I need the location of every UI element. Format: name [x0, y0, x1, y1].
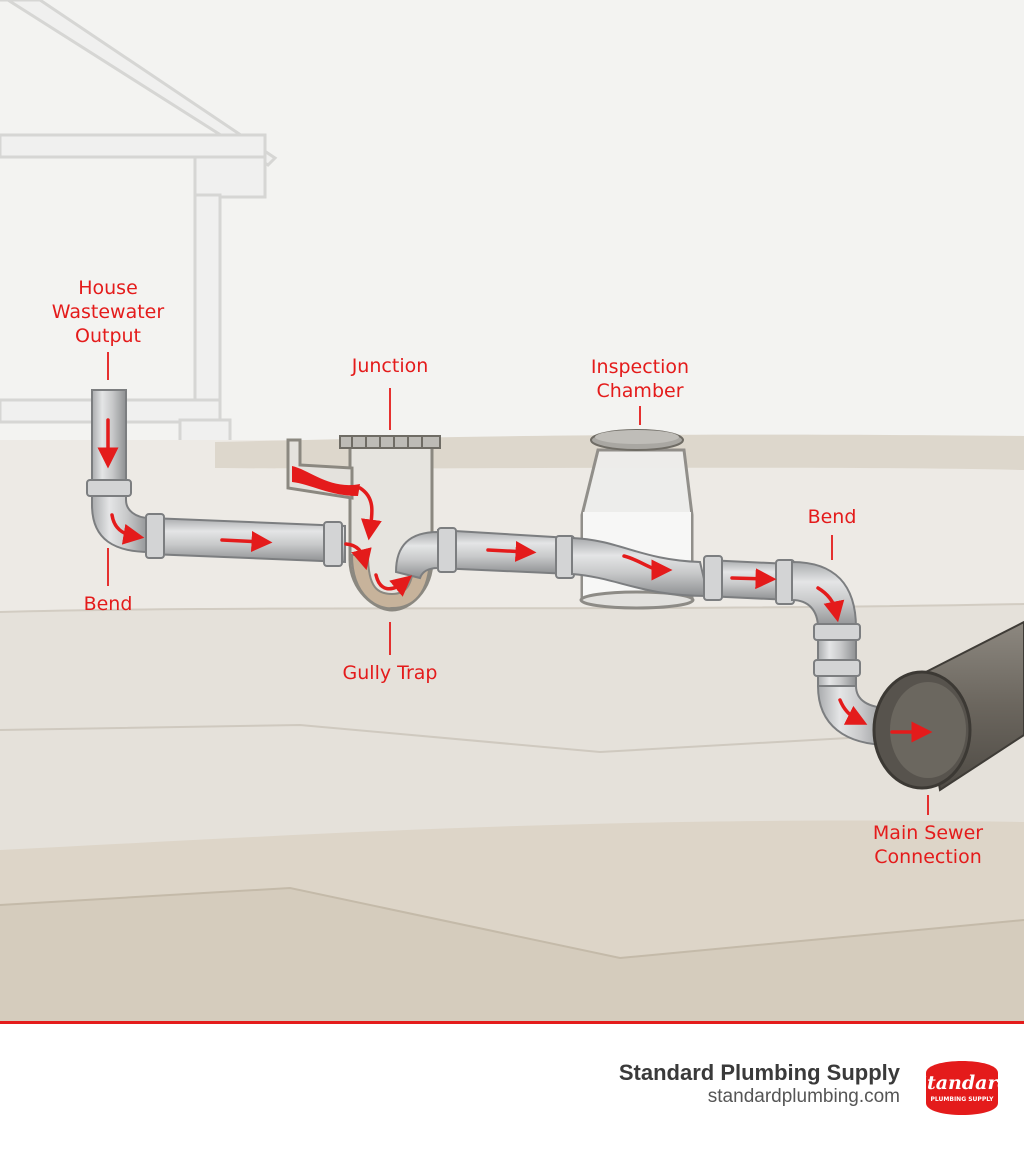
flow-arrow: [220, 530, 273, 552]
logo-wordmark: Standard: [920, 1072, 1004, 1094]
logo-subtext: PLUMBING SUPPLY: [931, 1096, 995, 1103]
drainage-diagram: House Wastewater Output Bend Junction Gu…: [0, 0, 1024, 1024]
label-main-sewer-connection: Main Sewer Connection: [872, 822, 984, 868]
gully-trap: [339, 435, 441, 612]
junction-inlet: [286, 438, 360, 500]
flow-arrow: [110, 513, 145, 545]
soil-line-3: [0, 886, 1024, 960]
flow-arrow: [816, 586, 845, 623]
brand-name: Standard Plumbing Supply: [618, 1060, 900, 1085]
gully-grate: [339, 435, 441, 449]
label-bend-right: Bend: [807, 506, 857, 528]
brand-url[interactable]: standardplumbing.com: [707, 1086, 900, 1107]
wastewater-fill: [292, 466, 360, 496]
flow-arrow: [486, 540, 537, 562]
left-bend-collar: [86, 479, 132, 497]
footer-divider: [0, 1021, 1024, 1024]
label-inspection-chamber: Inspection Chamber: [590, 356, 690, 402]
diagram-canvas: [0, 0, 1024, 1024]
leader-lines: [107, 352, 929, 815]
flow-arrow: [730, 568, 777, 590]
footer: Standard Plumbing Supply standardplumbin…: [0, 1024, 1024, 1154]
flow-arrow: [358, 486, 382, 541]
brand-logo: Standard PLUMBING SUPPLY: [920, 1061, 1004, 1115]
flow-arrow: [374, 573, 413, 597]
flow-arrow: [622, 554, 673, 581]
label-gully-trap: Gully Trap: [342, 662, 438, 684]
sky-background: [0, 0, 1024, 450]
soil-line-2: [0, 723, 1024, 754]
label-bend-left: Bend: [83, 593, 133, 615]
label-junction: Junction: [351, 355, 429, 377]
label-house-wastewater-output: House Wastewater Output: [51, 277, 165, 347]
flow-arrow: [344, 542, 372, 571]
flow-arrows: [97, 418, 933, 743]
bedrock-layer: [0, 888, 1024, 1024]
flow-arrow: [838, 698, 868, 725]
